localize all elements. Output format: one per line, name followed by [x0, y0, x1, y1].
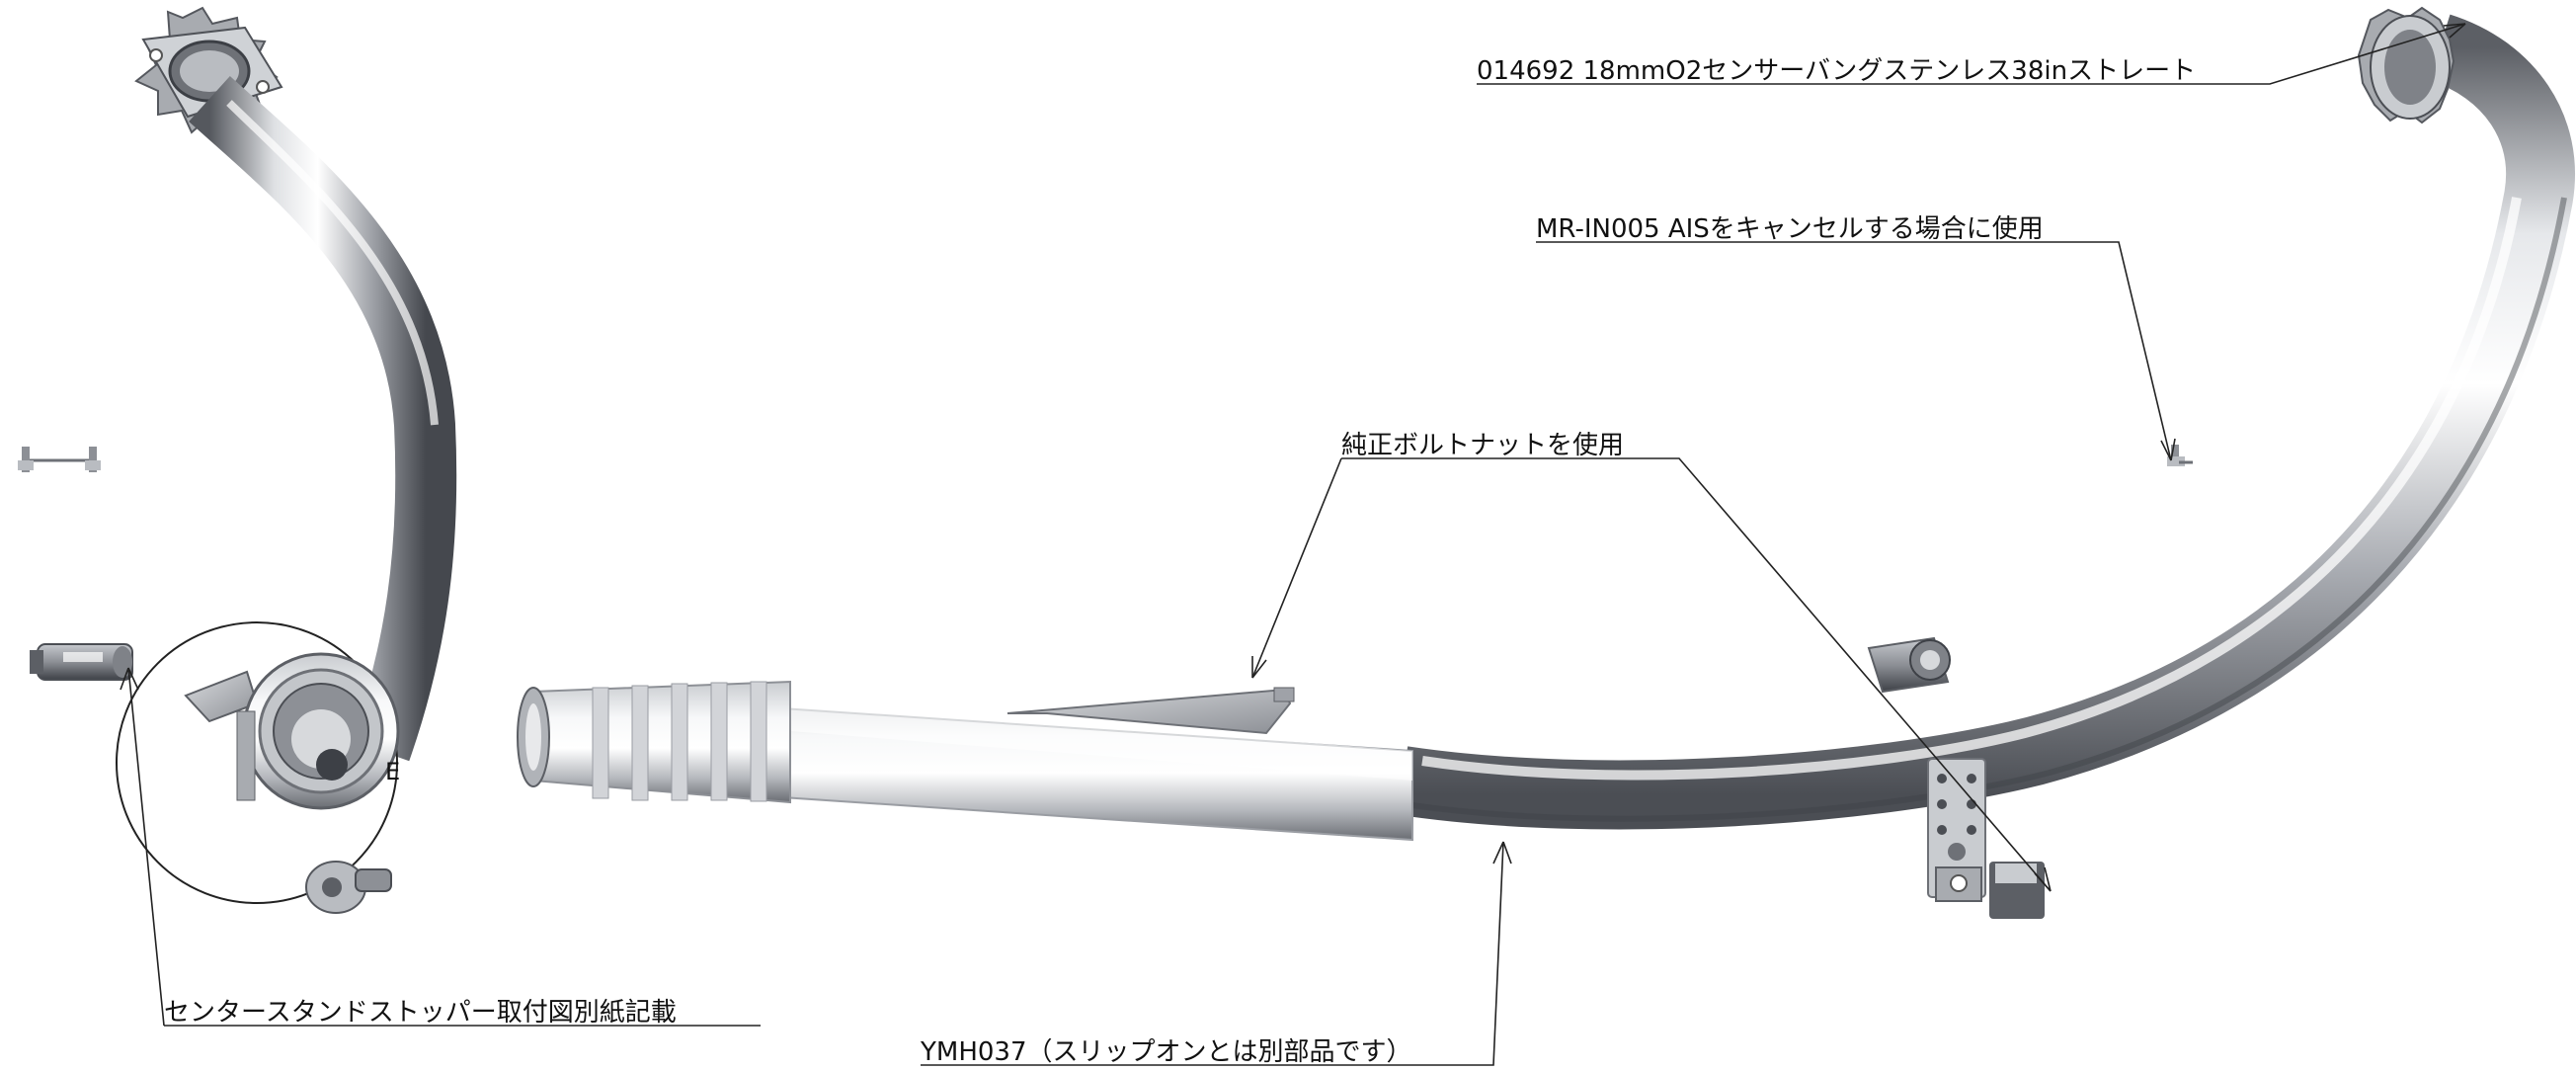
left-muffler-end — [184, 652, 400, 914]
label-oem-bolt-nut: 純正ボルトナットを使用 — [1341, 431, 1624, 460]
slip-on-muffler — [517, 680, 1413, 842]
main-header-pipe — [1397, 14, 2575, 830]
detail-letter-label: E — [385, 758, 400, 785]
small-cylinder-part — [1867, 636, 1951, 694]
left-small-bracket — [18, 447, 101, 472]
main-head-flange — [2357, 6, 2455, 124]
left-header-pipe — [134, 6, 457, 762]
label-ais-cancel: MR-IN005 AISをキャンセルする場合に使用 — [1536, 214, 2044, 244]
center-stand-stopper-part — [30, 643, 133, 681]
label-center-stand-stopper: センタースタンドストッパー取付図別紙記載 — [164, 998, 677, 1028]
label-slip-on-note: YMH037（スリップオンとは別部品です） — [920, 1037, 1412, 1066]
leader-lines — [120, 23, 2466, 1066]
detail-circle — [116, 621, 398, 904]
pipe-clamp-band — [1927, 758, 2045, 919]
label-o2-sensor-bung: 014692 18mmO2センサーバングステンレス38inストレート — [1477, 56, 2196, 86]
ais-cancel-part — [2167, 445, 2193, 466]
muffler-mount-bracket — [1006, 687, 1295, 735]
